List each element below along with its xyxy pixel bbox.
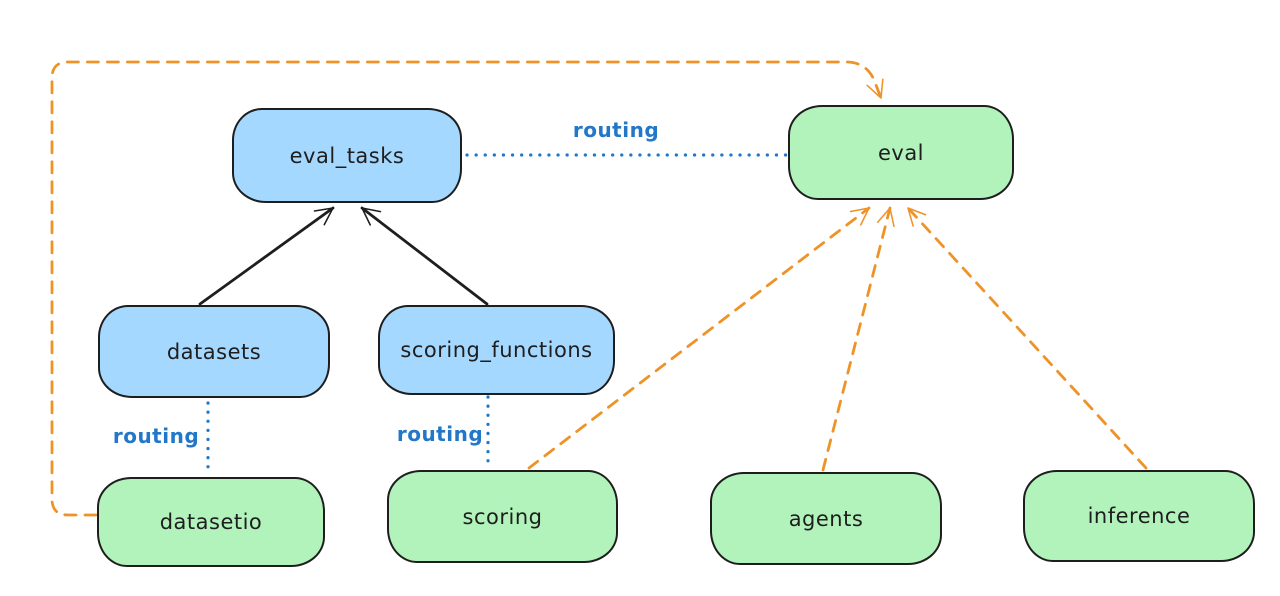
routing-label-scoring-functions-scoring: routing (396, 422, 484, 446)
node-eval-tasks-label: eval_tasks (289, 143, 405, 168)
node-eval-label: eval (877, 140, 925, 165)
edge-scoring-to-eval (527, 206, 871, 470)
node-scoring-label: scoring (462, 504, 543, 529)
node-agents-label: agents (788, 506, 864, 531)
edge-datasets-to-eval-tasks (198, 206, 335, 306)
edge-datasetio-to-eval (50, 60, 884, 517)
node-inference-label: inference (1087, 504, 1191, 528)
node-scoring-functions-label: scoring_functions (400, 338, 593, 362)
edge-agents-to-eval (821, 206, 895, 472)
node-scoring: scoring (387, 470, 618, 563)
node-datasets-label: datasets (166, 339, 262, 364)
node-scoring-functions: scoring_functions (378, 305, 615, 395)
routing-label-eval-tasks-eval: routing (572, 118, 660, 142)
node-agents: agents (710, 472, 942, 565)
routing-label-datasets-datasetio: routing (112, 424, 200, 448)
node-datasetio-label: datasetio (159, 510, 263, 534)
node-eval-tasks: eval_tasks (232, 108, 462, 203)
node-datasets: datasets (98, 305, 330, 398)
node-eval: eval (788, 105, 1014, 200)
edge-scoring-functions-to-eval-tasks (360, 206, 489, 306)
edge-inference-to-eval (906, 206, 1148, 470)
node-datasetio: datasetio (97, 477, 325, 567)
node-inference: inference (1023, 470, 1255, 562)
